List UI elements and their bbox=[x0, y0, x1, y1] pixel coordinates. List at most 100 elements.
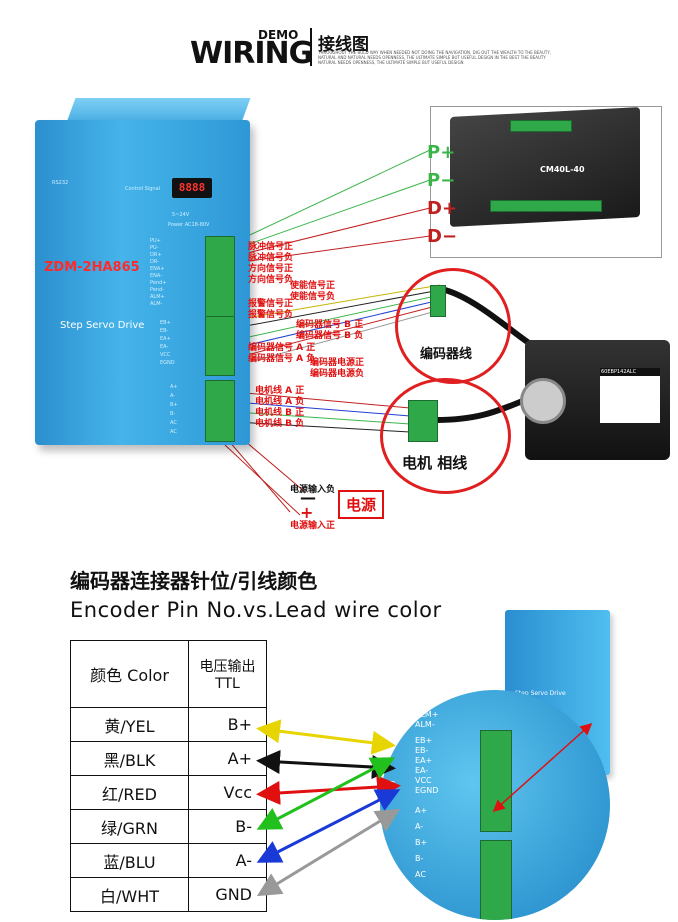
wire-dr-minus bbox=[234, 235, 431, 264]
encoder-callout-circle bbox=[395, 268, 511, 384]
pin-label: Pend+ bbox=[150, 280, 167, 286]
motor-connector bbox=[408, 400, 438, 442]
motor-label: 电机线 B 负 bbox=[255, 419, 305, 429]
encoder-label: 编码器电源负 bbox=[310, 369, 365, 379]
arrow-wht bbox=[256, 808, 401, 897]
motor-label: 电机线 A 正 bbox=[255, 386, 305, 396]
wire-pu-plus bbox=[234, 149, 431, 243]
row-pin: A+ bbox=[188, 741, 267, 776]
encoder-label: 编码器信号 B 正 bbox=[296, 320, 364, 330]
driver-model: ZDM-2HA865 bbox=[44, 260, 140, 275]
row-pin: B+ bbox=[188, 707, 267, 742]
signal-label: 报警信号正 bbox=[248, 299, 294, 309]
controller-terminal bbox=[510, 120, 572, 132]
motor-shaft-face bbox=[520, 378, 566, 424]
pin-label: PU+ bbox=[150, 238, 161, 244]
power-terminal[interactable] bbox=[205, 380, 235, 442]
signal-label: 脉冲信号负 bbox=[248, 253, 294, 263]
row-color: 绿/GRN bbox=[70, 809, 189, 844]
motor-label: 电机线 A 负 bbox=[255, 397, 305, 407]
pin-label: VCC bbox=[160, 352, 171, 358]
signal-label: 方向信号负 bbox=[248, 275, 294, 285]
pin-label: DR- bbox=[150, 259, 159, 265]
zoom-pin: EA- bbox=[415, 766, 429, 775]
control-terminal[interactable] bbox=[205, 236, 235, 328]
signal-label: 报警信号负 bbox=[248, 310, 294, 320]
row-pin: B- bbox=[188, 809, 267, 844]
header-fine-print: THROUGHOUT THE BOLD WAY WHEN NEEDED NOT … bbox=[318, 50, 552, 65]
pin-label: EA+ bbox=[160, 336, 171, 342]
wiring-title: WIRING bbox=[190, 36, 313, 71]
encoder-pin-list: EB+ EB- EA+ EA- VCC EGND bbox=[160, 320, 200, 368]
pin-label: EGND bbox=[160, 360, 175, 366]
zoom-pin-list: Pend- ALM+ ALM- EB+ EB- EA+ EA- VCC EGND… bbox=[415, 700, 439, 880]
ctrl-pin: P+ bbox=[427, 142, 456, 163]
control-signal-label: Control Signal bbox=[125, 186, 161, 192]
pin-label: B- bbox=[170, 411, 176, 417]
wire-dr-plus bbox=[234, 207, 431, 257]
small-driver-name: Step Servo Drive bbox=[515, 690, 566, 697]
motor-label: 电机线 B 正 bbox=[255, 408, 305, 418]
arrow-zoom-link bbox=[492, 722, 593, 813]
header-color: 颜色 Color bbox=[70, 640, 189, 708]
pin-label: DR+ bbox=[150, 252, 162, 258]
controller-model: CM40L-40 bbox=[540, 165, 585, 174]
signal-label: 使能信号正 bbox=[290, 281, 336, 291]
zoom-terminal bbox=[480, 840, 512, 920]
wire-pu-minus bbox=[234, 179, 431, 250]
power-spec-1: 5~24V bbox=[172, 212, 190, 218]
encoder-label: 编码器信号 A 负 bbox=[248, 354, 316, 364]
power-box: 电源 bbox=[338, 490, 385, 519]
zoom-pin: ALM+ bbox=[415, 710, 439, 719]
power-pos-sign: + bbox=[300, 503, 314, 522]
pin-label: ENA+ bbox=[150, 266, 165, 272]
zoom-pin: EGND bbox=[415, 786, 439, 795]
pin-label: AC bbox=[170, 429, 177, 435]
arrow-blk bbox=[256, 750, 396, 779]
led-display: 8888 bbox=[172, 178, 212, 198]
header-divider bbox=[310, 28, 312, 66]
pin-label: Pend- bbox=[150, 287, 165, 293]
demo-text: DEMO bbox=[258, 28, 299, 42]
zoom-pin: Pend- bbox=[415, 700, 438, 709]
table-title-en: Encoder Pin No.vs.Lead wire color bbox=[70, 598, 442, 622]
pin-label: ALM+ bbox=[150, 294, 165, 300]
arrow-yel bbox=[256, 719, 396, 755]
driver-name: Step Servo Drive bbox=[60, 320, 145, 331]
encoder-connector bbox=[430, 285, 446, 317]
controller-terminal bbox=[490, 200, 602, 212]
power-pos-label: 电源输入正 bbox=[290, 521, 336, 531]
zoom-pin: AC bbox=[415, 870, 426, 879]
zoom-pin: EB+ bbox=[415, 736, 433, 745]
motor-phase-label: 电机 相线 bbox=[402, 454, 468, 472]
zoom-pin: B+ bbox=[415, 838, 428, 847]
motor-nameplate: 60EBP142ALC bbox=[600, 368, 660, 423]
zoom-pin: A- bbox=[415, 822, 424, 831]
zoom-pin: EB- bbox=[415, 746, 429, 755]
pin-label: AC bbox=[170, 420, 177, 426]
ctrl-pin: D+ bbox=[427, 198, 458, 219]
controller-wires bbox=[234, 149, 431, 264]
motor-callout-circle bbox=[380, 378, 511, 494]
zoom-pin: EA+ bbox=[415, 756, 433, 765]
row-color: 黑/BLK bbox=[70, 741, 189, 776]
rs232-label: RS232 bbox=[52, 180, 69, 186]
ctrl-pin: D− bbox=[427, 226, 458, 247]
signal-label: 脉冲信号正 bbox=[248, 242, 294, 252]
table-title-cn: 编码器连接器针位/引线颜色 bbox=[70, 569, 318, 593]
power-spec-2: Power AC18-80V bbox=[168, 222, 210, 228]
control-pin-list: PU+ PU- DR+ DR- ENA+ ENA- Pend+ Pend- AL… bbox=[150, 238, 200, 308]
power-pin-list: A+ A- B+ B- AC AC bbox=[170, 384, 200, 438]
pin-label: EA- bbox=[160, 344, 169, 350]
row-pin: GND bbox=[188, 877, 267, 912]
pin-label: A- bbox=[170, 393, 176, 399]
zoom-pin: VCC bbox=[415, 776, 432, 785]
pin-label: EB- bbox=[160, 328, 169, 334]
signal-label: 使能信号负 bbox=[290, 292, 336, 302]
encoder-terminal[interactable] bbox=[205, 316, 235, 376]
